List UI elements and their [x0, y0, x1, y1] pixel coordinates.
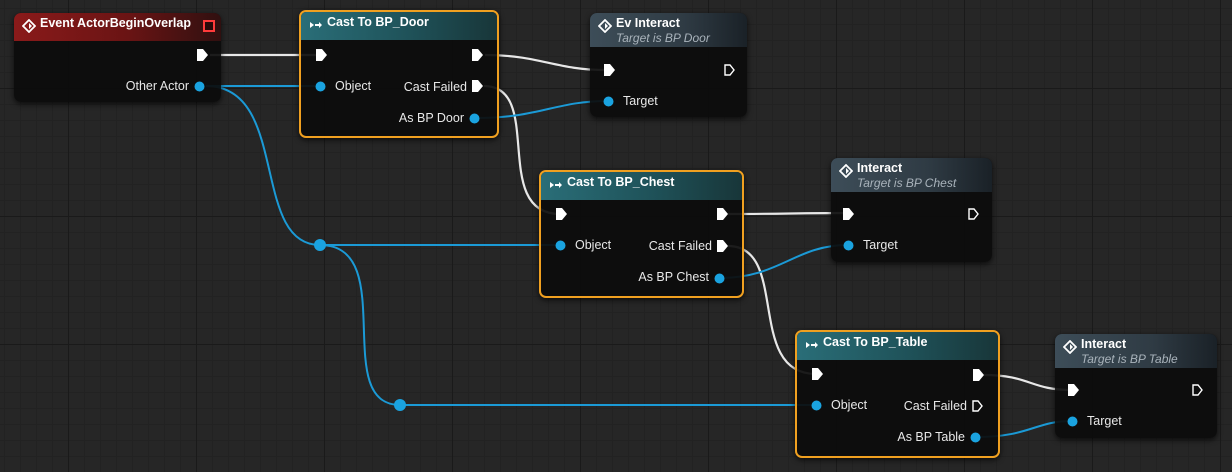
function-icon [598, 19, 612, 33]
other-actor-label: Other Actor [125, 79, 189, 93]
node-subtitle: Target is BP Table [1081, 352, 1178, 366]
node-header: Event ActorBeginOverlap [14, 13, 221, 41]
cast-failed-pin[interactable] [972, 400, 983, 412]
interact-bp-table-node[interactable]: Interact Target is BP Table [1055, 334, 1217, 438]
exec-in-pin[interactable] [1068, 384, 1079, 396]
cast-arrows-icon [806, 342, 818, 348]
exec-out-pin[interactable] [724, 64, 735, 76]
node-header: Cast To BP_Chest [541, 172, 742, 200]
cast-failed-label: Cast Failed [403, 80, 467, 94]
event-diamond-icon [22, 19, 36, 33]
object-wire[interactable] [205, 85, 321, 246]
node-title: Cast To BP_Chest [567, 175, 675, 189]
object-label: Object [575, 238, 612, 252]
exec-out-pin[interactable] [197, 49, 208, 61]
as-output-label: As BP Table [897, 430, 965, 444]
interact-bp-door-node[interactable]: Ev Interact Target is BP Door [590, 13, 747, 117]
as-output-label: As BP Door [398, 111, 464, 125]
cast-failed-label: Cast Failed [648, 239, 712, 253]
exec-in-pin[interactable] [843, 208, 854, 220]
object-pin[interactable] [555, 240, 566, 251]
object-label: Object [335, 79, 372, 93]
object-wire[interactable] [319, 244, 401, 406]
as-output-pin[interactable] [469, 113, 480, 124]
target-label: Target [1087, 414, 1122, 428]
node-title: Event ActorBeginOverlap [40, 16, 191, 30]
exec-wire[interactable] [484, 53, 607, 72]
cast-to-bp-table-node[interactable]: Cast To BP_Table [795, 330, 1000, 458]
node-subtitle: Target is BP Chest [857, 176, 957, 190]
exec-out-pin[interactable] [472, 49, 483, 61]
cast-failed-label: Cast Failed [903, 399, 967, 413]
function-icon [1063, 340, 1077, 354]
node-header: Cast To BP_Door [301, 12, 497, 40]
reroute-knot[interactable] [394, 399, 406, 411]
target-pin[interactable] [843, 240, 854, 251]
target-label: Target [623, 94, 658, 108]
cast-failed-pin[interactable] [472, 80, 483, 92]
exec-in-pin[interactable] [316, 49, 327, 61]
as-output-label: As BP Chest [638, 270, 709, 284]
node-title: Cast To BP_Door [327, 15, 429, 29]
cast-to-bp-door-node[interactable]: Cast To BP_Door [299, 10, 499, 138]
node-title: Interact [857, 161, 903, 175]
exec-in-pin[interactable] [812, 368, 823, 380]
object-pin[interactable] [315, 81, 326, 92]
node-title: Cast To BP_Table [823, 335, 928, 349]
exec-wire[interactable] [727, 244, 817, 376]
target-pin[interactable] [603, 96, 614, 107]
cast-arrows-icon [310, 22, 322, 28]
exec-wire[interactable] [727, 211, 847, 216]
node-header: Interact Target is BP Chest [831, 158, 992, 192]
exec-in-pin[interactable] [556, 208, 567, 220]
object-label: Object [831, 398, 868, 412]
cast-failed-pin[interactable] [717, 240, 728, 252]
exec-wire[interactable] [483, 84, 561, 216]
function-icon [839, 164, 853, 178]
exec-out-pin[interactable] [1192, 384, 1203, 396]
target-label: Target [863, 238, 898, 252]
object-pin[interactable] [811, 400, 822, 411]
reroute-knot[interactable] [314, 239, 326, 251]
cast-arrows-icon [550, 182, 562, 188]
node-title: Interact [1081, 337, 1127, 351]
cast-to-bp-chest-node[interactable]: Cast To BP_Chest [539, 170, 744, 298]
node-header: Ev Interact Target is BP Door [590, 13, 747, 47]
event-actor-begin-overlap-node[interactable]: Event ActorBeginOverlap [14, 13, 221, 102]
target-pin[interactable] [1067, 416, 1078, 427]
node-subtitle: Target is BP Door [616, 31, 710, 45]
interact-bp-chest-node[interactable]: Interact Target is BP Chest [831, 158, 992, 262]
as-output-pin[interactable] [714, 273, 725, 284]
node-header: Interact Target is BP Table [1055, 334, 1217, 368]
as-output-pin[interactable] [970, 432, 981, 443]
other-actor-pin[interactable] [194, 81, 205, 92]
exec-out-pin[interactable] [973, 369, 984, 381]
node-header: Cast To BP_Table [797, 332, 998, 360]
exec-in-pin[interactable] [604, 64, 615, 76]
node-title: Ev Interact [616, 16, 680, 30]
exec-out-pin[interactable] [968, 208, 979, 220]
exec-out-pin[interactable] [717, 208, 728, 220]
delegate-icon [203, 20, 215, 32]
